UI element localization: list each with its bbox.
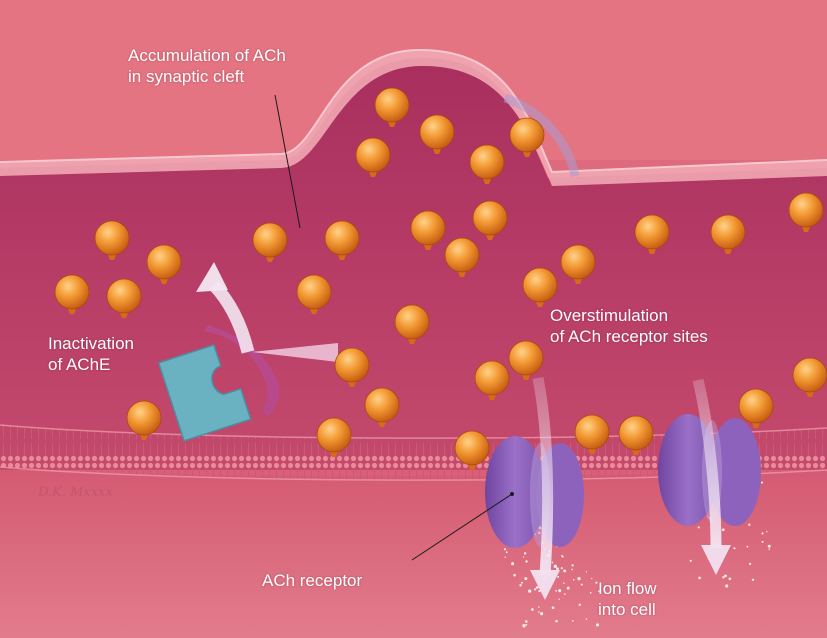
label-ach-receptor: ACh receptor [262, 570, 362, 591]
ach-receptor-left [485, 436, 584, 548]
label-accumulation: Accumulation of ACh in synaptic cleft [128, 45, 286, 87]
label-ion-flow: Ion flow into cell [598, 578, 657, 620]
label-inactivation: Inactivation of AChE [48, 333, 134, 375]
artist-signature: D.K. Mxxxx [37, 485, 113, 500]
label-overstimulation: Overstimulation of ACh receptor sites [550, 305, 708, 347]
